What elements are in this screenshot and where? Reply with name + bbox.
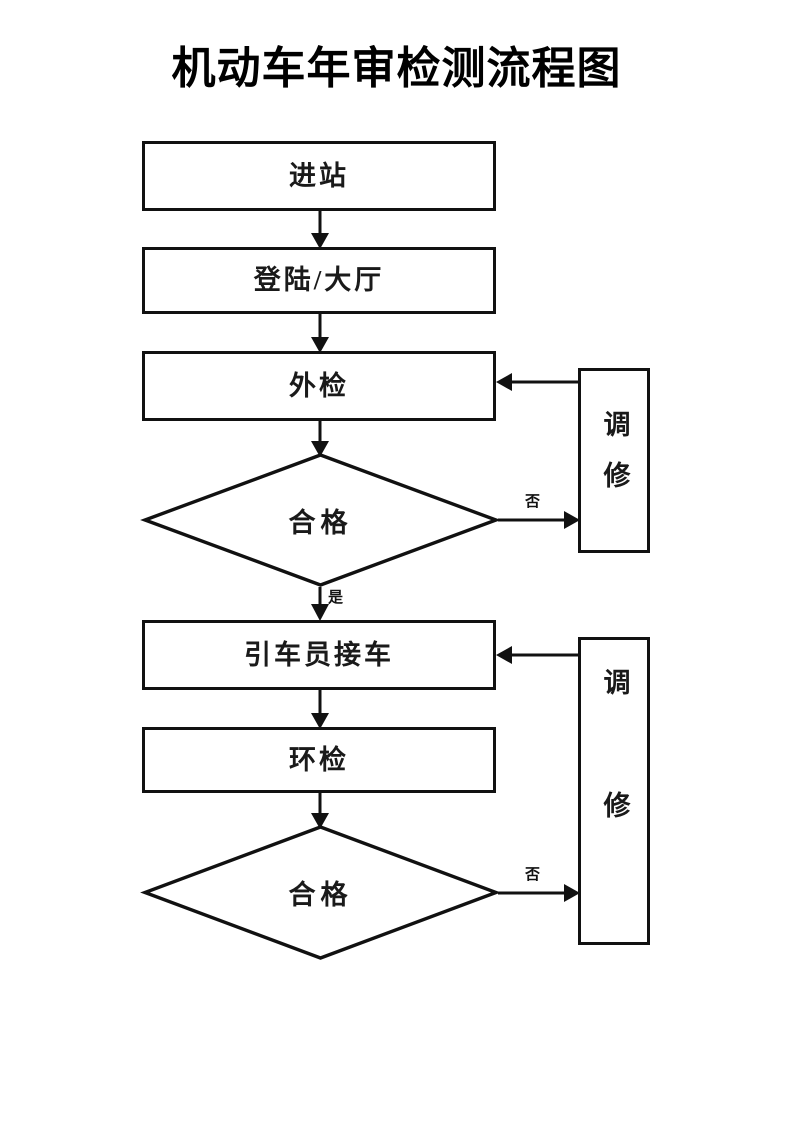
edge-label-no-1: 否 [525, 494, 541, 510]
node-external-check-label: 外检 [289, 370, 349, 401]
node-login-lobby-label: 登陆/大厅 [253, 265, 385, 295]
node-repair-2-label: 调修 [599, 668, 630, 914]
edge-env-check-to-decision2 [311, 793, 329, 829]
edge-decision1-yes-to-driver [311, 587, 329, 621]
node-driver-receives-vehicle[interactable]: 引车员接车 [142, 620, 496, 690]
edge-login-to-external-check [311, 314, 329, 353]
node-repair-2[interactable]: 调修 [578, 637, 650, 945]
node-driver-receives-vehicle-label: 引车员接车 [244, 639, 394, 670]
edge-label-no-2: 否 [525, 867, 541, 883]
node-decision-qualified-2[interactable]: 合格 [140, 825, 501, 960]
edge-enter-to-login [311, 211, 329, 249]
edge-repair2-to-driver [496, 646, 578, 664]
node-environmental-check-label: 环检 [289, 744, 349, 775]
node-enter-station[interactable]: 进站 [142, 141, 496, 211]
edge-driver-to-env-check [311, 690, 329, 729]
node-external-check[interactable]: 外检 [142, 351, 496, 421]
node-enter-station-label: 进站 [289, 160, 349, 191]
node-login-lobby[interactable]: 登陆/大厅 [142, 247, 496, 314]
edge-label-yes-1: 是 [328, 590, 344, 606]
edge-external-check-to-decision1 [311, 421, 329, 457]
page-title: 机动车年审检测流程图 [171, 44, 622, 93]
edge-decision1-no-to-repair1 [498, 511, 580, 529]
node-environmental-check[interactable]: 环检 [142, 727, 496, 793]
edge-decision2-no-to-repair2 [498, 884, 580, 902]
node-decision-qualified-1[interactable]: 合格 [140, 453, 501, 587]
node-repair-1[interactable]: 调修 [578, 368, 650, 553]
node-repair-1-label: 调修 [599, 409, 630, 512]
edge-repair1-to-external-check [496, 373, 578, 391]
